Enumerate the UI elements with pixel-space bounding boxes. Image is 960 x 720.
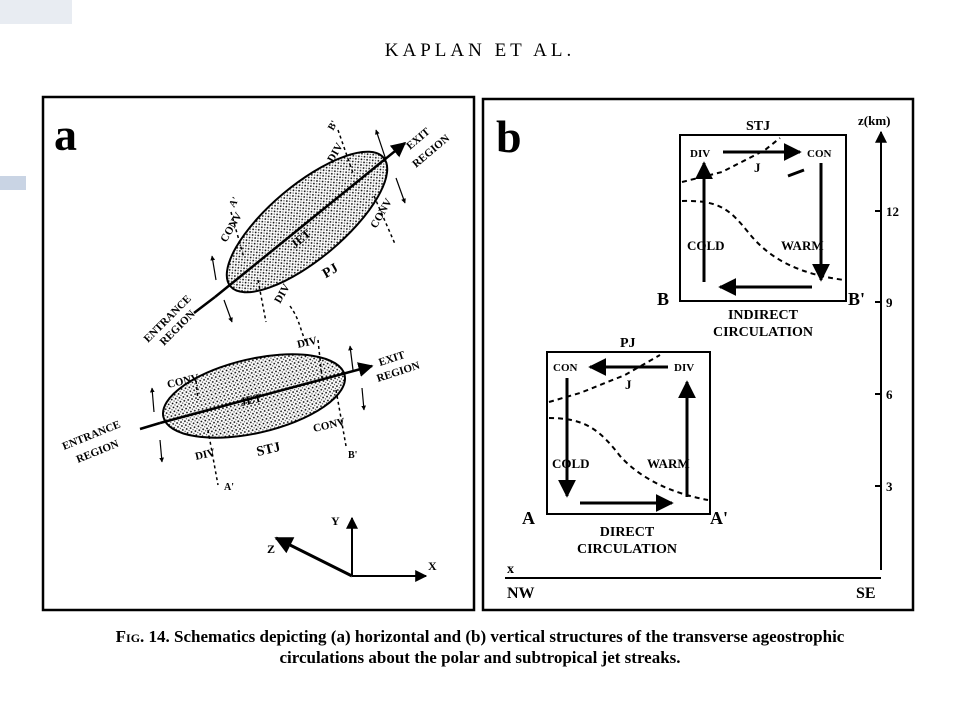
lower-jet-div-line: [317, 339, 323, 379]
indirect-right-label: B': [848, 289, 865, 309]
direct-jet-dashed: [548, 354, 661, 403]
slide-decoration-bar: [0, 0, 72, 24]
upper-jet-exit-arrow-up: [375, 129, 387, 161]
page-header: KAPLAN ET AL.: [384, 40, 576, 61]
caption-line-2: circulations about the polar and subtrop…: [279, 648, 681, 667]
indirect-cold-label: COLD: [687, 238, 725, 253]
z-axis-ticks: 12 9 6 3: [875, 204, 899, 494]
indirect-tropopause-dashed: [681, 199, 845, 281]
indirect-jet-dashed: [681, 137, 781, 183]
jet-connector-dotted: [289, 305, 307, 343]
indirect-small-mark: [787, 168, 805, 178]
upper-jet-conv-line: [373, 195, 396, 245]
panel-a-frame: [41, 95, 476, 612]
direct-right-label: A': [710, 508, 728, 528]
figure-caption: Fig. 14. Schematics depicting (a) horizo…: [0, 626, 960, 668]
upper-jet-div-line: [337, 129, 355, 177]
indirect-title-1: INDIRECT: [728, 308, 799, 323]
lower-jet-conv-right: CONV: [312, 416, 346, 435]
caption-text-1: Schematics depicting (a) horizontal and …: [174, 627, 845, 646]
slide-decoration-bar: [0, 176, 26, 190]
direct-circulation: PJ CON DIV J COLD WARM A A' DIRECT CIRCU…: [522, 336, 728, 557]
indirect-con-label: CON: [807, 148, 832, 160]
axis-x-label: X: [428, 559, 437, 573]
upper-jet-entrance-arrow-up: [210, 255, 217, 281]
upper-jet-conv-left-line: [230, 211, 245, 259]
indirect-title-2: CIRCULATION: [713, 325, 813, 340]
se-label: SE: [856, 585, 876, 602]
indirect-div-label: DIV: [690, 148, 710, 160]
indirect-left-label: B: [657, 289, 669, 309]
indirect-j-label: J: [754, 160, 761, 175]
indirect-stj-label: STJ: [746, 119, 770, 134]
indirect-warm-label: WARM: [781, 238, 824, 253]
upper-jet-div-bottom-line: [257, 279, 267, 323]
lower-jet-name: STJ: [255, 440, 282, 460]
lower-jet-streak: JET STJ EXIT REGION ENTRANCE REGION CONV…: [61, 335, 422, 493]
lower-jet-axis-tail: [139, 421, 161, 431]
lower-jet-axis: [159, 362, 374, 425]
upper-jet-axis-tail: [193, 296, 216, 314]
direct-div-label: DIV: [674, 362, 694, 374]
direct-left-label: A: [522, 508, 535, 528]
coordinate-axes: Y X Z: [267, 514, 437, 582]
caption-fig-label: Fig. 14.: [115, 627, 170, 646]
lower-jet-div-bottom: DIV: [194, 447, 216, 463]
direct-title-1: DIRECT: [600, 525, 655, 540]
z-tick-label-9: 9: [886, 295, 893, 310]
lower-jet-b-prime: B': [348, 450, 358, 461]
indirect-circulation: STJ DIV CON J COLD WARM B B' INDIRECT CI…: [657, 119, 865, 340]
direct-j-label: J: [625, 377, 632, 392]
upper-jet-name: PJ: [320, 261, 341, 282]
z-tick-label-12: 12: [886, 204, 899, 219]
lower-jet-entrance-arrow-up: [149, 387, 155, 413]
z-axis-arrow: [274, 536, 353, 578]
lower-jet-exit-arrow-up: [348, 345, 354, 371]
upper-jet-a-prime: A': [227, 195, 242, 209]
panel-b-letter: b: [496, 111, 522, 162]
lower-jet-div-top: DIV: [296, 335, 318, 351]
lower-jet-a-prime: A': [224, 482, 234, 493]
axis-y-label: Y: [331, 514, 340, 528]
nw-label: NW: [507, 585, 535, 602]
panel-b-frame: [481, 97, 915, 612]
direct-warm-label: WARM: [647, 456, 690, 471]
indirect-box: [679, 134, 847, 302]
direct-pj-label: PJ: [620, 336, 636, 351]
direct-cold-label: COLD: [552, 456, 590, 471]
upper-jet-exit-arrow-down: [395, 177, 406, 204]
direct-con-label: CON: [553, 362, 578, 374]
lower-jet-entrance-arrow-down: [159, 439, 164, 463]
x-axis-label: x: [507, 562, 514, 577]
caption-line-1: Fig. 14. Schematics depicting (a) horizo…: [0, 626, 960, 647]
lower-jet-exit-arrow-down: [361, 387, 366, 411]
z-tick-label-6: 6: [886, 387, 893, 402]
axis-z-label: Z: [267, 542, 275, 556]
upper-jet-streak: JET PJ EXIT REGION ENTRANCE REGION CONV …: [142, 119, 453, 348]
direct-tropopause-dashed: [548, 417, 709, 501]
z-tick-label-3: 3: [886, 479, 893, 494]
direct-title-2: CIRCULATION: [577, 542, 677, 557]
upper-jet-entrance-arrow-down: [223, 299, 233, 323]
lower-jet-ellipse: [162, 353, 346, 439]
z-axis-label: z(km): [858, 113, 891, 128]
direct-box: [546, 351, 711, 515]
upper-jet-axis: [214, 142, 407, 298]
lower-jet-label: JET: [239, 390, 264, 409]
panel-a-letter: a: [54, 109, 77, 160]
